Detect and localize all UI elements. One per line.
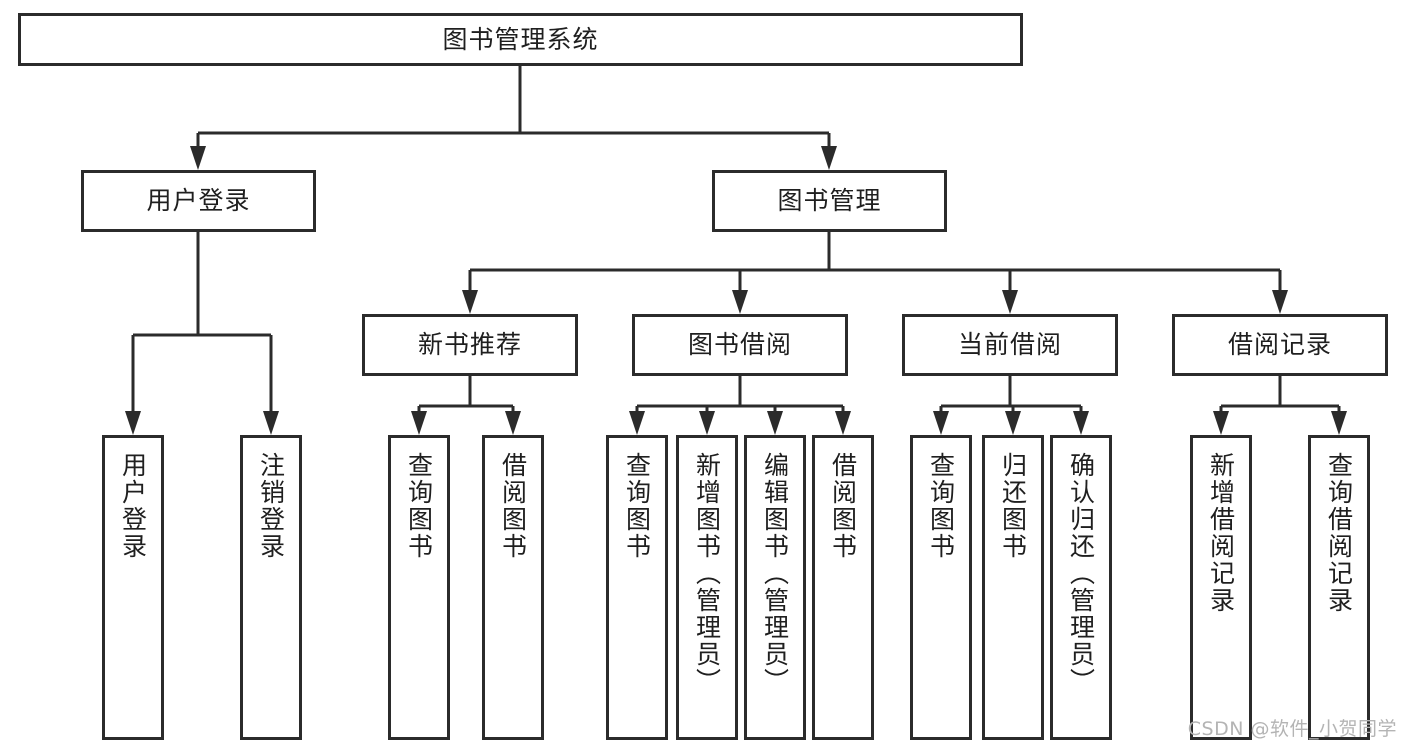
node-leaf-rec_add_record: 新增借阅记录 bbox=[1190, 435, 1252, 740]
node-leaf-rec_borrow_book: 借阅图书 bbox=[482, 435, 544, 740]
node-l3-book_borrow-label: 图书借阅 bbox=[687, 330, 792, 360]
node-leaf-cur_return_book-label: 归还图书 bbox=[998, 452, 1028, 560]
node-leaf-cur_query_book: 查询图书 bbox=[910, 435, 972, 740]
node-leaf-borrow_add_book: 新增图书（管理员） bbox=[676, 435, 738, 740]
node-leaf-rec_query_book-label: 查询图书 bbox=[404, 452, 434, 560]
node-l2-user_login-label: 用户登录 bbox=[146, 186, 251, 216]
node-leaf-borrow_edit_book: 编辑图书（管理员） bbox=[744, 435, 806, 740]
node-leaf-cur_confirm_return: 确认归还（管理员） bbox=[1050, 435, 1112, 740]
node-leaf-rec_query_book: 查询图书 bbox=[388, 435, 450, 740]
node-l2-book_manage-label: 图书管理 bbox=[777, 186, 882, 216]
node-root-title-label: 图书管理系统 bbox=[442, 24, 599, 54]
node-leaf-cur_return_book: 归还图书 bbox=[982, 435, 1044, 740]
node-leaf-borrow_borrow_book: 借阅图书 bbox=[812, 435, 874, 740]
node-leaf-rec_query_record: 查询借阅记录 bbox=[1308, 435, 1370, 740]
node-leaf-user_login_leaf-label: 用户登录 bbox=[118, 452, 148, 560]
node-leaf-user_logout_leaf: 注销登录 bbox=[240, 435, 302, 740]
node-l3-borrow_record-label: 借阅记录 bbox=[1227, 330, 1332, 360]
node-l3-borrow_record: 借阅记录 bbox=[1172, 314, 1388, 376]
node-leaf-borrow_add_book-label: 新增图书（管理员） bbox=[692, 452, 722, 695]
node-l3-current_borrow-label: 当前借阅 bbox=[957, 330, 1062, 360]
node-leaf-borrow_query_book-label: 查询图书 bbox=[622, 452, 652, 560]
node-leaf-borrow_query_book: 查询图书 bbox=[606, 435, 668, 740]
node-root-title: 图书管理系统 bbox=[18, 13, 1023, 66]
node-l3-new_book_rec-label: 新书推荐 bbox=[417, 330, 522, 360]
node-leaf-rec_query_record-label: 查询借阅记录 bbox=[1324, 452, 1354, 614]
node-leaf-borrow_borrow_book-label: 借阅图书 bbox=[828, 452, 858, 560]
node-l2-user_login: 用户登录 bbox=[81, 170, 316, 232]
node-l3-current_borrow: 当前借阅 bbox=[902, 314, 1118, 376]
node-leaf-borrow_edit_book-label: 编辑图书（管理员） bbox=[760, 452, 790, 695]
node-leaf-cur_query_book-label: 查询图书 bbox=[926, 452, 956, 560]
node-leaf-user_login_leaf: 用户登录 bbox=[102, 435, 164, 740]
node-leaf-rec_add_record-label: 新增借阅记录 bbox=[1206, 452, 1236, 614]
node-l2-book_manage: 图书管理 bbox=[712, 170, 947, 232]
watermark-label: CSDN @软件_小贺同学 bbox=[1187, 718, 1397, 740]
node-leaf-user_logout_leaf-label: 注销登录 bbox=[256, 452, 286, 560]
node-l3-new_book_rec: 新书推荐 bbox=[362, 314, 578, 376]
node-leaf-cur_confirm_return-label: 确认归还（管理员） bbox=[1066, 452, 1096, 695]
node-leaf-rec_borrow_book-label: 借阅图书 bbox=[498, 452, 528, 560]
node-l3-book_borrow: 图书借阅 bbox=[632, 314, 848, 376]
